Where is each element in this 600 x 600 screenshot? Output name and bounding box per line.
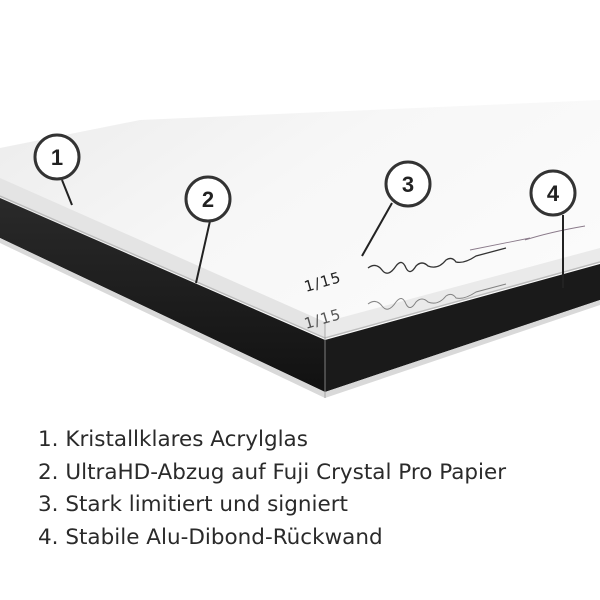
callout-3-number: 3 [402,172,414,197]
legend-item-4: 4. Stabile Alu-Dibond-Rückwand [38,522,506,555]
callout-1: 1 [33,133,81,181]
acrylic-edge-right [325,248,600,338]
legend-item-4-text: Stabile Alu-Dibond-Rückwand [65,524,383,550]
dibond-core-right [325,264,600,392]
legend-item-2-text: UltraHD-Abzug auf Fuji Crystal Pro Papie… [65,459,507,485]
feature-legend: 1. Kristallklares Acrylglas 2. UltraHD-A… [38,424,506,554]
signature-underline [469,225,586,251]
signature-mark [367,247,507,274]
panel-top-surface [0,100,600,345]
callout-2-leader [195,220,211,284]
legend-item-1-text: Kristallklares Acrylglas [65,427,308,452]
legend-item-2: 2. UltraHD-Abzug auf Fuji Crystal Pro Pa… [38,457,506,490]
legend-item-4-number: 4. [38,524,59,550]
legend-item-2-number: 2. [38,459,59,485]
signature-reflection [367,283,507,310]
legend-item-1-number: 1. [38,427,59,452]
callout-2: 2 [184,175,232,223]
callout-4: 4 [529,169,577,217]
legend-item-3: 3. Stark limitiert und signiert [38,489,506,522]
acrylic-edge-front [0,178,325,338]
callout-3: 3 [384,160,432,208]
callout-2-number: 2 [202,187,214,212]
callout-1-leader [61,179,73,206]
callout-3-leader [361,202,393,257]
legend-item-3-text: Stark limitiert und signiert [65,492,348,517]
legend-item-3-number: 3. [38,492,59,517]
callout-1-number: 1 [51,145,63,170]
dibond-core-front [0,198,325,392]
callout-4-number: 4 [547,181,560,206]
acrylic-panel-cross-section: 1/15 1/15 1 2 3 4 [0,100,600,398]
legend-item-1: 1. Kristallklares Acrylglas [38,424,506,457]
